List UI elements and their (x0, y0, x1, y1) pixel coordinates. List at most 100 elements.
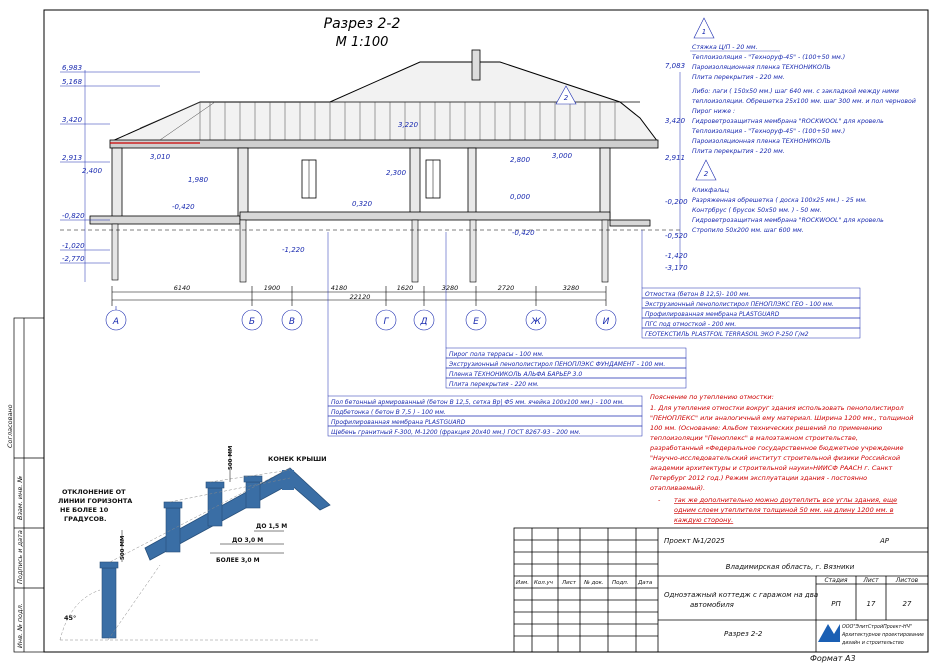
sheets-value: 27 (903, 600, 912, 608)
roof-note-line: Либо: лаги ( 150х50 мм.) шаг 640 мм. с з… (691, 87, 899, 95)
roof-note-line: Стяжка Ц/П - 20 мм. (692, 44, 758, 51)
elev-inner-4: -1,220 (282, 246, 305, 254)
company-line: Архитектурное проектирование (841, 632, 924, 638)
marker-3: 2 (704, 170, 709, 178)
roof-note-line: Стропило 50х200 мм. шаг 600 мм. (692, 227, 804, 234)
chimney-3-0: ДО 3,0 М (232, 537, 263, 544)
elev-left-1: 6,983 (62, 64, 82, 72)
axis-bubbles: А Б В Г Д Е Ж И (105, 306, 617, 331)
project-number: Проект №1/2025 (664, 537, 725, 545)
dim-5: 3280 (442, 284, 459, 292)
insulation-line: 100 мм. (Основание: Альбом технических р… (650, 424, 883, 432)
roof-note-line: Теплоизоляция - "Техноруф-45" - (100+50 … (692, 128, 845, 135)
blind-area-line: ПГС под отмосткой - 200 мм. (645, 321, 736, 328)
stamp-signature: Подпись и дата (16, 530, 24, 584)
roof-note-line: Гидроветрозащитная мембрана "ROCKWOOL" д… (692, 117, 884, 125)
elevations-left: 6,983 5,168 3,420 2,913 2,400 -0,820 -1,… (62, 64, 103, 263)
elev-right-5: -0,520 (665, 232, 688, 240)
col-podp: Подп. (612, 580, 629, 586)
elev-right-3: 2,911 (665, 154, 685, 162)
roof-notes-1: Стяжка Ц/П - 20 мм. Теплоизоляция - "Тех… (690, 44, 845, 81)
elev-inner-5: 0,320 (352, 200, 373, 208)
blind-area-line: Отмостка (бетон В 12,5)- 100 мм. (645, 291, 750, 298)
stage-code: АР (879, 537, 890, 545)
blind-area-line: Экструзионный пенополистирол ПЕНОПЛЭКС Г… (644, 301, 834, 308)
elev-right-1: 7,083 (665, 62, 685, 70)
elevations-inner: 3,010 1,980 -0,420 -1,220 0,320 2,300 3,… (150, 121, 573, 254)
blind-area-notes: Отмостка (бетон В 12,5)- 100 мм. Экструз… (641, 230, 861, 339)
roof-note-line: Пирог ниже : (692, 108, 735, 115)
elev-left-3: 3,420 (62, 116, 83, 124)
roof-note-line: Разряженная обрешетка ( доска 100х25 мм.… (692, 196, 867, 204)
elev-inner-11: -0,420 (512, 229, 535, 237)
elev-left-8: -2,770 (62, 255, 85, 263)
terrace-line: Пленка ТЕХНОНИКОЛЬ АЛЬФА БАРЬЕР 3.0 (449, 371, 582, 378)
elev-left-4: 2,913 (62, 154, 82, 162)
elev-left-5: 2,400 (82, 167, 103, 175)
deviation-label: ЛИНИИ ГОРИЗОНТА (58, 497, 132, 505)
terrace-line: Пирог пола террасы - 100 мм. (449, 351, 544, 358)
stamp-inventory: Инв. № подл. (16, 603, 24, 648)
elev-left-6: -0,820 (62, 212, 85, 220)
company-name: ООО"ЭлитСтройПроект-НЧ" (842, 624, 912, 630)
elev-inner-8: 2,800 (510, 156, 531, 164)
marker-1: 1 (702, 28, 706, 36)
insulation-dash: - (658, 496, 661, 504)
roof-note-line: Теплоизоляция - "Техноруф-45" - (100+50 … (692, 54, 845, 61)
section-scale: М 1:100 (336, 35, 389, 50)
deviation-label: ГРАДУСОВ. (64, 515, 106, 523)
elevations-right: 7,083 3,420 2,911 -0,200 -0,520 -1,420 -… (665, 62, 688, 272)
sheet-header: Лист (862, 577, 879, 584)
stamp-replace: Взам. инв. № (16, 476, 24, 520)
terrace-line: Экструзионный пенополистирол ПЕНОПЛЭКС Ф… (448, 361, 665, 368)
chimney-3-0-plus: БОЛЕЕ 3,0 М (216, 557, 260, 564)
terrace-notes: Пирог пола террасы - 100 мм. Экструзионн… (445, 232, 687, 389)
section-title: Разрез 2-2 (324, 16, 401, 32)
dim-6: 2720 (498, 284, 515, 292)
chimney-500-left: 500 ММ (120, 536, 126, 560)
elev-right-7: -3,170 (665, 264, 688, 272)
axis-v: В (289, 317, 295, 327)
chimney-1-5: ДО 1,5 М (256, 523, 287, 530)
elev-inner-6: 2,300 (386, 169, 407, 177)
insulation-red-line: одним слоем утеплителя толщиной 50 мм. н… (674, 506, 894, 514)
axis-b: Б (249, 317, 255, 327)
sheets-header: Листов (895, 577, 919, 584)
col-izm: Изм. (516, 580, 529, 586)
elev-inner-7: 3,220 (398, 121, 419, 129)
company-logo (818, 624, 840, 642)
insulation-heading: Пояснение по утеплению отмостки: (650, 393, 774, 401)
marker-2: 2 (564, 94, 569, 102)
insulation-line: отапливаемый). (650, 484, 705, 492)
insulation-red-line: каждую сторону. (674, 516, 733, 524)
object-name-2: автомобиля (690, 601, 734, 609)
insulation-line: 1. Для утепления отмостки вокруг здания … (650, 404, 904, 412)
roof-note-line: Плита перекрытия - 220 мм. (692, 74, 785, 81)
elev-right-6: -1,420 (665, 252, 688, 260)
dim-total: 22120 (350, 293, 371, 301)
ridge-label: КОНЕК КРЫШИ (268, 455, 327, 463)
blind-area-line: Профилированная мембрана PLASTGUARD (645, 311, 780, 318)
blind-area-line: ГЕОТЕКСТИЛЬ PLASTFOIL TERRASOIL ЭКО Р-25… (645, 331, 809, 338)
dim-2: 1900 (264, 284, 281, 292)
chimney-angle: 45° (64, 614, 76, 622)
roof-note-line: Контрбрус ( брусок 50х50 мм. ) - 50 мм. (692, 206, 822, 214)
stage-header: Стадия (824, 577, 847, 584)
roof-notes-2: Либо: лаги ( 150х50 мм.) шаг 640 мм. с з… (691, 87, 916, 155)
stage-value: РП (831, 600, 841, 608)
roof-note-line: Пароизоляционная пленка ТЕХНОНИКОЛЬ (692, 138, 831, 145)
roof-note-line: Плита перекрытия - 220 мм. (692, 148, 785, 155)
insulation-line: "Научно-исследовательский институт строи… (650, 454, 900, 462)
chimney-500-top: 500 ММ (228, 446, 234, 470)
title-block: Изм. Кол.уч Лист № док. Подп. Дата Проек… (513, 527, 929, 663)
insulation-line: академии архитектуры и строительной наук… (650, 464, 893, 472)
col-kol: Кол.уч (534, 580, 554, 586)
insulation-red-line: так же дополнительно можно доутеплить вс… (674, 496, 897, 504)
dim-1: 6140 (174, 284, 191, 292)
floor-line: Пол бетонный армированный (бетон В 12,5,… (331, 399, 624, 406)
sheet-value: 17 (867, 600, 876, 608)
terrace-line: Плита перекрытия - 220 мм. (449, 381, 539, 388)
axis-g: Г (383, 317, 389, 327)
elev-inner-3: -0,420 (172, 203, 195, 211)
